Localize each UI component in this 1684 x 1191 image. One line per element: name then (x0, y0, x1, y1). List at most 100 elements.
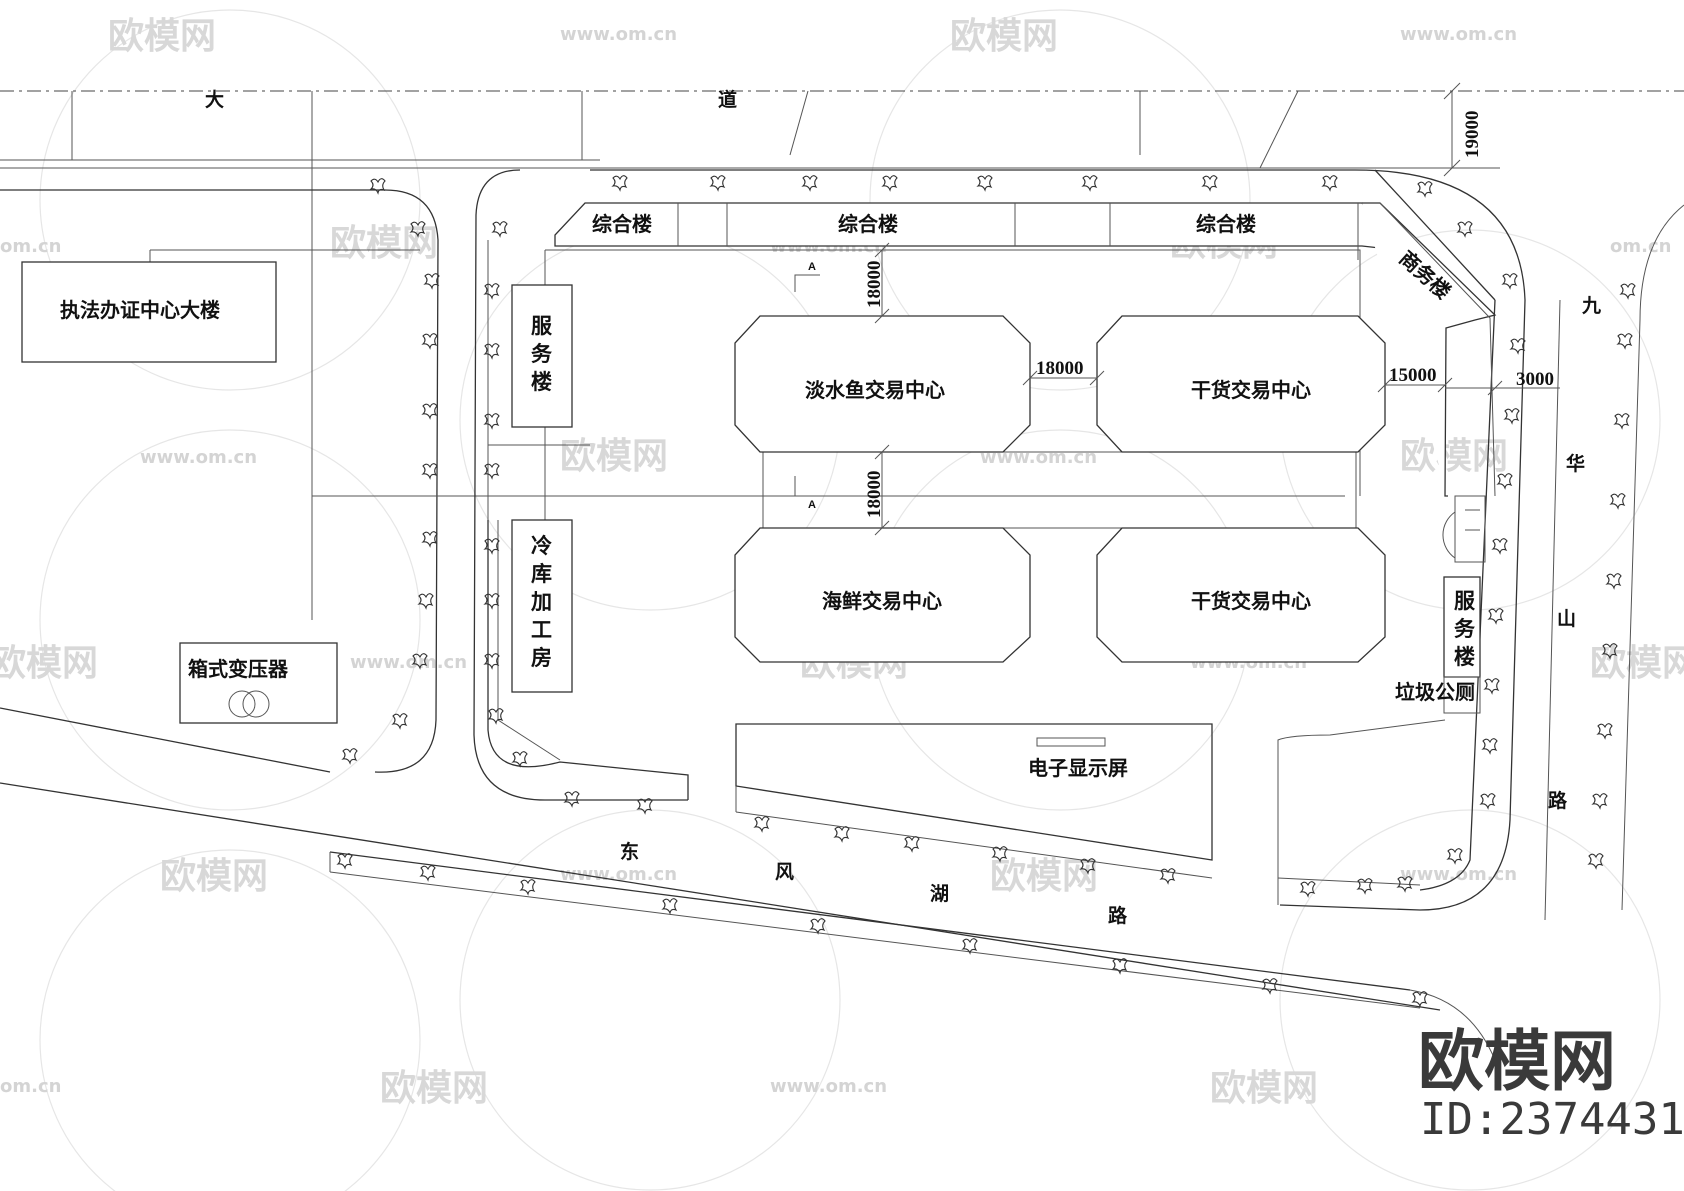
label-service-left: 楼 (531, 369, 552, 394)
north-road: 大 道 (0, 82, 1684, 620)
tree-icon (961, 938, 978, 955)
watermark-text: 欧模网 (950, 16, 1058, 57)
tree-icon (1396, 876, 1413, 893)
east-road-label: 山 (1557, 608, 1576, 630)
tree-icon (1601, 643, 1618, 660)
label-service-left: 务 (531, 341, 553, 366)
tree-icon (1201, 175, 1218, 192)
tree-icon (483, 343, 500, 360)
tree-icon (483, 463, 500, 480)
watermark-text: 欧模网 (1590, 643, 1684, 684)
label-transformer: 箱式变压器 (188, 657, 289, 681)
tree-icon (341, 748, 358, 765)
tree-icon (483, 538, 500, 555)
watermark-text: 欧模网 (160, 856, 268, 897)
building-cold-storage (511, 519, 573, 693)
watermark-url: www.om.cn (770, 1076, 887, 1097)
watermark-text: 欧模网 (1210, 1068, 1318, 1109)
dim-north-setback: 19000 (1462, 111, 1483, 159)
label-seafood: 海鲜交易中心 (822, 589, 942, 613)
south-road-label: 东 (620, 840, 639, 863)
label-service-right: 务 (1454, 616, 1476, 641)
tree-icon (1596, 723, 1613, 740)
tree-icon (483, 283, 500, 300)
label-service-right: 楼 (1454, 644, 1475, 669)
tree-icon (411, 653, 428, 670)
tree-icon (1605, 573, 1622, 590)
tree-icon (409, 221, 426, 238)
central-corridor (762, 451, 1357, 529)
watermark-url: www.om.cn (350, 652, 467, 673)
section-marker-label: A (808, 499, 816, 511)
tree-icon (483, 413, 500, 430)
corner-brand: 欧模网 (1418, 1023, 1616, 1100)
label-cold-storage: 加 (530, 589, 552, 614)
building-dry-goods-2 (1096, 527, 1386, 663)
tree-icon (661, 898, 678, 915)
watermark-url: om.cn (0, 236, 61, 257)
tree-icon (563, 791, 580, 808)
tree-icon (491, 221, 508, 238)
east-road-label: 路 (1548, 789, 1568, 812)
watermark-url: www.om.cn (140, 447, 257, 468)
label-display-screen: 电子显示屏 (1028, 756, 1128, 780)
tree-icon (1619, 283, 1636, 300)
tree-icon (1613, 413, 1630, 430)
tree-icon (881, 175, 898, 192)
east-gate (1454, 495, 1486, 563)
dim-east-road: 3000 (1516, 369, 1554, 390)
area-display-screen (735, 723, 1213, 861)
commerce-outline (1379, 202, 1496, 497)
tree-icon (1496, 473, 1513, 490)
tree-icon (483, 653, 500, 670)
tree-icon (1456, 221, 1473, 238)
tree-icon (1479, 793, 1496, 810)
tree-icon (421, 463, 438, 480)
label-complex-3: 综合楼 (1196, 212, 1256, 236)
tree-icon (801, 175, 818, 192)
label-cold-storage: 工 (531, 617, 552, 642)
south-road-label: 湖 (930, 883, 949, 905)
watermark-text: 欧模网 (990, 856, 1098, 897)
watermark-text: 欧模网 (0, 643, 98, 684)
east-gate-arch (1442, 511, 1456, 559)
dim-gap-top: 18000 (864, 261, 885, 309)
label-cold-storage: 房 (531, 645, 552, 670)
tree-icon (421, 531, 438, 548)
tree-icon (1501, 273, 1518, 290)
tree-icon (1509, 338, 1526, 355)
tree-icon (636, 798, 653, 815)
label-law-enforcement: 执法办证中心大楼 (60, 298, 220, 322)
watermark-text: 欧模网 (380, 1068, 488, 1109)
label-complex-2: 综合楼 (838, 212, 898, 236)
watermark-url: www.om.cn (560, 24, 677, 45)
tree-icon (417, 593, 434, 610)
tree-icon (1587, 853, 1604, 870)
east-road-label: 华 (1566, 452, 1585, 475)
north-road-label: 道 (718, 88, 737, 111)
left-parcel (0, 189, 1345, 773)
tree-icon (487, 708, 504, 725)
tree-icon (1299, 881, 1316, 898)
tree-icon (1356, 878, 1373, 895)
tree-icon (1609, 493, 1626, 510)
label-dry-goods-2: 干货交易中心 (1191, 589, 1311, 613)
label-service-right: 服 (1454, 588, 1476, 613)
watermark-url: om.cn (1610, 236, 1671, 257)
tree-icon (1591, 793, 1608, 810)
tree-icon (611, 175, 628, 192)
tree-icon (519, 879, 536, 896)
south-road (0, 782, 1496, 1061)
section-marker-label: A (808, 261, 816, 273)
tree-icon (1491, 538, 1508, 555)
dim-gap-middle: 18000 (864, 471, 885, 519)
south-road-label: 路 (1108, 904, 1128, 927)
label-cold-storage: 冷 (531, 533, 552, 558)
building-law-enforcement (21, 261, 277, 363)
watermark-url: www.om.cn (560, 864, 677, 885)
main-site-boundary (590, 169, 1526, 911)
watermark-url: www.om.cn (1400, 864, 1517, 885)
watermark-text: 欧模网 (330, 223, 438, 264)
building-seafood (734, 527, 1031, 663)
